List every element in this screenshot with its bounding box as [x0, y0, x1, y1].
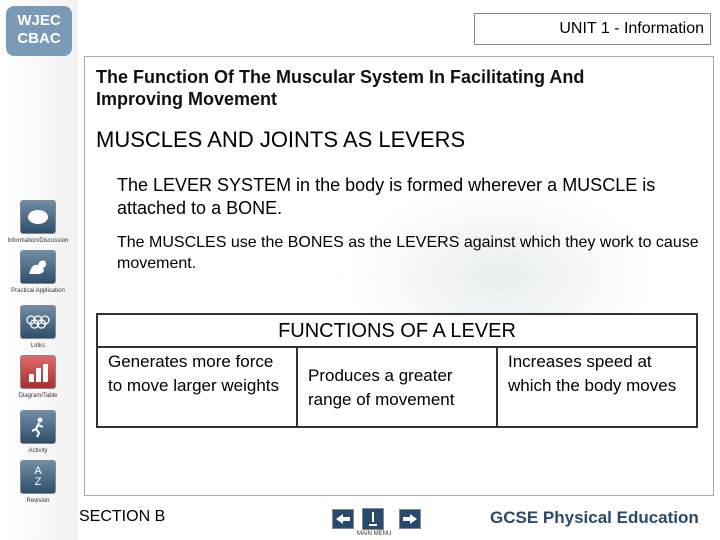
sidebar-item-label: Practical Application: [11, 288, 65, 294]
sidebar-item-practical[interactable]: Practical Application: [0, 250, 76, 294]
content-panel: The Function Of The Muscular System In F…: [84, 56, 714, 496]
brand-label: GCSE Physical Education: [490, 508, 699, 527]
function-range: Produces a greater range of movement: [296, 348, 496, 426]
sidebar-item-label: Revision: [26, 498, 50, 504]
a-glyph: A: [34, 465, 42, 477]
next-button[interactable]: [399, 509, 421, 529]
function-range-text: Produces a greater range of movement: [308, 366, 455, 409]
previous-button[interactable]: [332, 509, 354, 529]
bar-chart-icon[interactable]: [20, 355, 56, 389]
unit-header: UNIT 1 - Information: [474, 13, 711, 45]
speech-bubble-icon[interactable]: [20, 200, 56, 234]
sidebar-item-label: Links: [30, 343, 45, 349]
sidebar-item-activity[interactable]: Activity: [0, 410, 76, 454]
page-title: The Function Of The Muscular System In F…: [96, 67, 585, 109]
functions-table: FUNCTIONS OF A LEVER Generates more forc…: [96, 313, 698, 428]
sidebar-item-diagram[interactable]: Diagram/Table: [0, 355, 76, 399]
a-z-icon[interactable]: A Z: [20, 460, 56, 494]
lever-system-text: The LEVER SYSTEM in the body is formed w…: [117, 175, 656, 218]
function-force: Generates more force to move larger weig…: [108, 352, 280, 395]
sidebar-item-revision[interactable]: A Z Revision: [0, 460, 76, 504]
sidebar-item-label: Diagram/Table: [18, 393, 58, 399]
arrow-right-icon: [403, 514, 417, 524]
muscles-bones-text: The MUSCLES use the BONES as the LEVERS …: [117, 234, 699, 272]
section-heading: MUSCLES AND JOINTS AS LEVERS: [96, 127, 466, 152]
function-speed: Increases speed at which the body moves: [496, 348, 696, 426]
main-menu-button[interactable]: [362, 508, 384, 530]
main-menu-label: MAIN MENU: [357, 531, 392, 537]
info-icon: [369, 512, 377, 526]
z-glyph: Z: [34, 476, 42, 488]
rings-icon[interactable]: [20, 305, 56, 339]
sidebar-item-information[interactable]: Information/Discussion: [0, 200, 76, 244]
sidebar-item-links[interactable]: Links: [0, 305, 76, 349]
sidebar: WJEC CBAC Information/Discussion Practic…: [0, 0, 78, 540]
logo-line1: WJEC: [17, 12, 61, 29]
section-label: SECTION B: [79, 508, 166, 525]
muscle-arm-icon[interactable]: [20, 250, 56, 284]
wjec-logo: WJEC CBAC: [6, 6, 72, 56]
sidebar-item-label: Activity: [28, 448, 48, 454]
functions-title: FUNCTIONS OF A LEVER: [98, 315, 696, 348]
arrow-left-icon: [336, 514, 350, 524]
logo-line2: CBAC: [17, 30, 61, 47]
sidebar-item-label: Information/Discussion: [7, 238, 69, 244]
running-person-icon[interactable]: [20, 410, 56, 444]
